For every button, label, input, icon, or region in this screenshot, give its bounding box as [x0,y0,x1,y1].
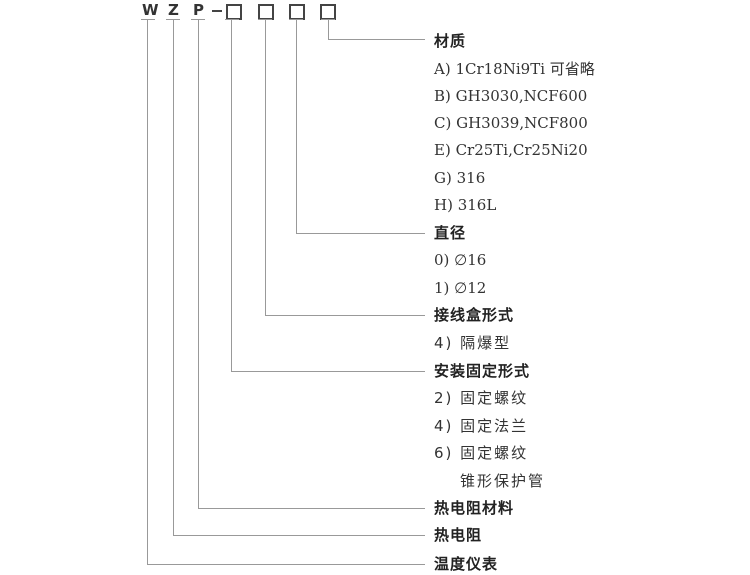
material-option: A) 1Cr18Ni9Ti 可省略 [434,60,595,78]
material-heading: 材质 [434,32,467,50]
mounting-option: 4) 固定法兰 [434,417,529,435]
material-option: H) 316L [434,196,497,214]
material-option: B) GH3030,NCF600 [434,87,588,105]
code-dash [212,10,222,12]
connector-diameter-h [296,233,425,234]
connector-rtd-h [173,535,425,536]
mounting-option: 6) 固定螺纹 [434,444,529,462]
connector-diameter-v [296,19,297,234]
mounting-heading: 安装固定形式 [434,362,531,380]
junction-box-option: 4) 隔爆型 [434,334,512,352]
connector-junction-h [265,315,425,316]
rtd-material-heading: 热电阻材料 [434,499,515,517]
connector-material-h [328,39,425,40]
connector-mounting-h [231,371,425,372]
diameter-option: 1) ∅12 [434,279,487,297]
code-box-mounting [226,4,242,20]
material-option: G) 316 [434,169,486,187]
junction-box-heading: 接线盒形式 [434,306,515,324]
connector-material-v [328,19,329,40]
code-letter-w: W [142,1,159,19]
code-box-junction [258,4,274,20]
mounting-option: 2) 固定螺纹 [434,389,529,407]
connector-mounting-v [231,19,232,372]
connector-rtd-v [173,19,174,536]
code-letter-p: P [193,1,204,19]
instrument-heading: 温度仪表 [434,555,499,573]
tick-box1 [225,19,239,20]
connector-instrument-h [147,564,425,565]
code-box-diameter [289,4,305,20]
material-option: C) GH3039,NCF800 [434,114,588,132]
tick-w [141,19,155,20]
material-option: E) Cr25Ti,Cr25Ni20 [434,141,588,159]
connector-rtd-material-v [198,19,199,509]
connector-instrument-v [147,19,148,565]
connector-junction-v [265,19,266,316]
connector-rtd-material-h [198,508,425,509]
code-letter-z: Z [168,1,179,19]
code-box-material [320,4,336,20]
mounting-option-continuation: 锥形保护管 [460,472,546,490]
diameter-option: 0) ∅16 [434,251,487,269]
rtd-heading: 热电阻 [434,526,483,544]
diameter-heading: 直径 [434,224,467,242]
